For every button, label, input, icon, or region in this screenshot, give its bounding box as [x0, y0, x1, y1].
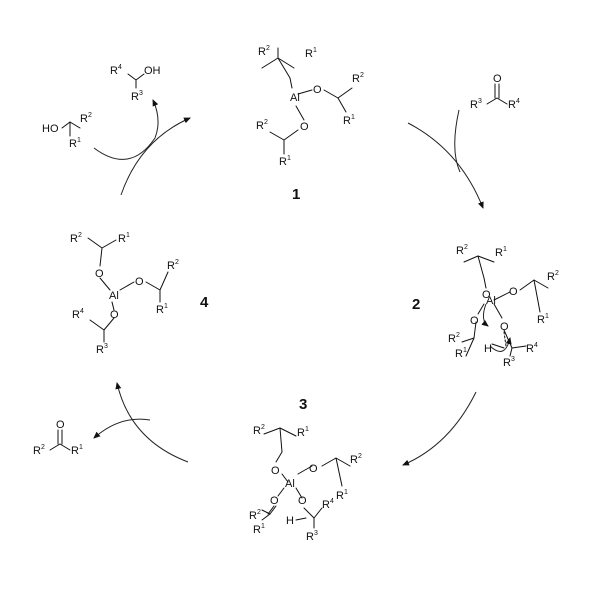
- c3-o-d: O: [298, 495, 307, 507]
- ketone-product-r1-r2: O R2 R1: [33, 419, 83, 457]
- c1-r1-a: R1: [305, 47, 317, 60]
- c4-o-b: O: [135, 276, 144, 288]
- ketone-o: O: [493, 73, 502, 85]
- alc1-r4: R4: [110, 64, 122, 77]
- ketone-r4: R4: [508, 98, 520, 111]
- alc1-r3: R3: [131, 90, 143, 103]
- c1-o-a: O: [313, 84, 322, 96]
- c2-r3: R3: [503, 356, 515, 369]
- compound-2-structure: R2 R1 O Al O R2 R1 O O R2 R1 H R4 R3: [448, 244, 559, 369]
- ketone2-r1: R1: [71, 444, 83, 457]
- c2-o-b: O: [509, 286, 518, 298]
- alcohol-exchange-curve: [93, 99, 159, 160]
- c2-r1-a: R1: [495, 246, 507, 259]
- arrow-2-to-3: [402, 391, 477, 466]
- c3-r1-a: R1: [297, 426, 309, 439]
- cycle-arrows: [93, 99, 484, 466]
- alcohol-r1-r2: HO R2 R1: [42, 112, 92, 150]
- c3-r4: R4: [322, 498, 334, 511]
- c2-o-c: O: [470, 315, 479, 327]
- c4-r1-b: R1: [156, 303, 168, 316]
- compound-number-2: 2: [412, 296, 420, 313]
- ketone-entry-curve: [454, 109, 461, 173]
- c4-r1-a: R1: [118, 232, 130, 245]
- compound-1-structure: R2 R1 Al O R2 R1 O R2 R1: [256, 45, 364, 168]
- ketone-exit-curve: [93, 418, 151, 439]
- c3-h: H: [286, 515, 294, 527]
- c3-o-c: O: [270, 495, 279, 507]
- arrow-3-to-4: [115, 382, 189, 463]
- c2-r1-b: R1: [537, 313, 549, 326]
- c3-o-b: O: [309, 463, 318, 475]
- c1-r1-c: R1: [279, 155, 291, 168]
- c3-r1-b: R1: [336, 489, 348, 502]
- c4-r2-a: R2: [70, 232, 82, 245]
- alc2-r1: R1: [69, 137, 81, 150]
- c1-r1-b: R1: [343, 114, 355, 127]
- c4-r3: R3: [96, 343, 108, 356]
- c2-r2-a: R2: [456, 244, 468, 257]
- c2-al: Al: [486, 295, 496, 307]
- alc1-oh: OH: [144, 65, 161, 77]
- alc2-ho: HO: [42, 123, 59, 135]
- c1-al: Al: [290, 92, 300, 104]
- ketone2-r2: R2: [33, 444, 45, 457]
- arrow-1-to-2: [407, 122, 484, 209]
- c3-r2-a: R2: [253, 424, 265, 437]
- c2-o-d: O: [500, 321, 509, 333]
- c3-r3: R3: [306, 530, 318, 543]
- c2-r4: R4: [526, 342, 538, 355]
- c3-al: Al: [285, 478, 295, 490]
- compound-number-3: 3: [299, 396, 307, 413]
- c4-o-c: O: [110, 309, 119, 321]
- alc2-r2: R2: [80, 112, 92, 125]
- c3-r2-b: R2: [350, 453, 362, 466]
- c2-h: H: [484, 343, 492, 355]
- c2-r2-b: R2: [547, 270, 559, 283]
- ketone2-o: O: [56, 419, 65, 431]
- compound-number-4: 4: [200, 294, 209, 311]
- c4-al: Al: [109, 290, 119, 302]
- c4-r4: R4: [72, 308, 84, 321]
- c1-r2-c: R2: [256, 119, 268, 132]
- c2-r1-c: R1: [455, 347, 467, 360]
- c3-o-a: O: [271, 465, 280, 477]
- c3-r1-c: R1: [253, 523, 265, 536]
- ketone-r3: R3: [470, 98, 482, 111]
- c1-o-b: O: [300, 121, 309, 133]
- c1-r2-b: R2: [352, 72, 364, 85]
- compound-number-1: 1: [292, 186, 300, 203]
- c3-r2-c: R2: [249, 509, 261, 522]
- compound-4-structure: R2 R1 O Al O R2 R1 O R4 R3: [70, 232, 179, 356]
- c2-o-a: O: [482, 289, 491, 301]
- arrow-4-to-1: [120, 117, 191, 196]
- c4-o-a: O: [95, 268, 104, 280]
- c1-r2-a: R2: [258, 45, 270, 58]
- alcohol-r3-r4: R4 OH R3: [110, 64, 161, 103]
- ketone-substrate-r3-r4: O R3 R4: [470, 73, 520, 111]
- c2-r2-c: R2: [448, 332, 460, 345]
- compound-3-structure: R2 R1 O Al O R2 R1 O R2 R1 O H R4 R3: [249, 424, 362, 543]
- c4-r2-b: R2: [167, 259, 179, 272]
